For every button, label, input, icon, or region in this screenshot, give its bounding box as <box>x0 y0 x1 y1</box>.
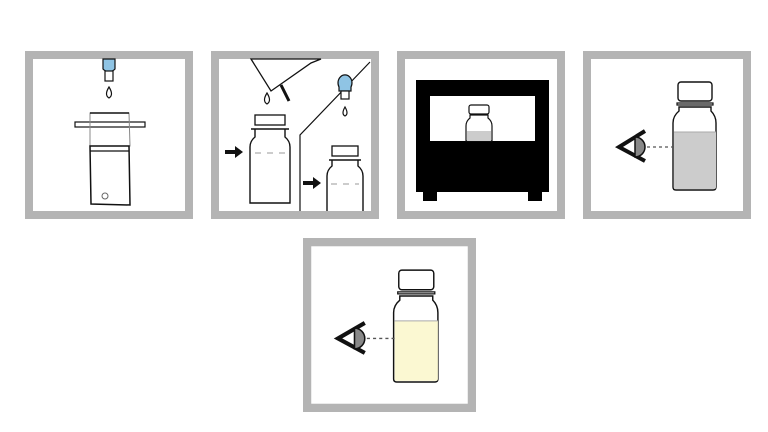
step-2-panel <box>211 51 379 219</box>
eye-icon <box>333 321 366 355</box>
step-3-panel <box>397 51 565 219</box>
inspect-yellow-bottle-icon <box>303 238 476 412</box>
incubator-icon <box>397 51 565 219</box>
dropper-into-sample-bag-icon <box>25 51 193 219</box>
step-4-panel <box>583 51 751 219</box>
eye-icon <box>614 129 647 163</box>
pour-into-bottles-icon <box>211 51 379 219</box>
inspect-gray-bottle-icon <box>583 51 751 219</box>
step-1-panel <box>25 51 193 219</box>
step-5-panel <box>303 238 476 412</box>
